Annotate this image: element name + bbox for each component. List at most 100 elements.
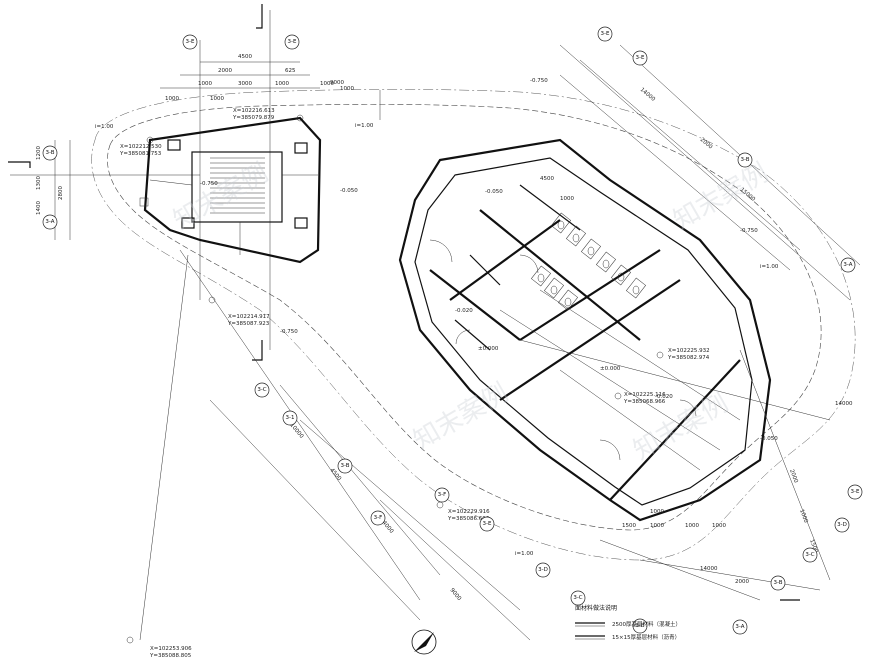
toilet-fixture-icon: [617, 272, 625, 282]
axis-bubble: 3-C: [254, 382, 270, 398]
toilet-cubicle: [557, 289, 579, 311]
inner-boundary: [107, 104, 822, 531]
toilet-fixture-icon: [602, 259, 610, 269]
construction-line: [639, 559, 821, 591]
axis-bubble: 3-B: [770, 575, 786, 591]
axis-label: 3-D: [538, 567, 548, 573]
coordinate-point: X=102212.530 Y=385081.753: [119, 136, 162, 157]
dim-label: 1400: [36, 201, 42, 215]
dim-label: 2000: [788, 469, 799, 485]
elevation-label: -0.050: [485, 189, 503, 195]
dim-label: 1000: [210, 96, 224, 102]
svg-text:X=102225.932: X=102225.932: [668, 348, 710, 354]
axis-bubble: 3-D: [834, 517, 850, 533]
axis-label: 3-B: [740, 157, 749, 163]
dim-label: 1000: [275, 81, 289, 87]
dim-label: 3000: [238, 81, 252, 87]
axis-label: 3-C: [573, 595, 582, 601]
construction-line: [559, 44, 851, 301]
construction-line: [279, 384, 441, 576]
svg-text:知末案例: 知末案例: [169, 158, 274, 236]
elevation-marks: -0.750 -0.750 -0.050 ±0.000 -0.050 -0.02…: [95, 78, 779, 557]
dim-label: 1500: [808, 539, 819, 555]
toilet-cubicle: [550, 212, 572, 234]
axis-label: 3-1: [286, 415, 295, 421]
dim-label: 14000: [700, 566, 718, 572]
axis-bubble: 3-E: [847, 484, 863, 500]
slope-label: i=1.00: [355, 123, 374, 129]
north-arrow-icon: [411, 629, 437, 655]
axis-bubble: 3-B: [737, 152, 753, 168]
axis-label: 3-F: [374, 515, 383, 521]
dim-label: 1000: [198, 81, 212, 87]
dim-label: 14000: [835, 401, 853, 407]
elevation-label: -0.750: [280, 329, 298, 335]
toilet-cubicle: [625, 277, 647, 299]
axis-label: 3-E: [186, 39, 195, 45]
coordinate-point: X=102214.917 Y=385087.923: [208, 296, 270, 327]
axis-label: 3-A: [45, 219, 54, 225]
axis-bubble: 3-C: [570, 590, 586, 606]
axis-bubble: 3-F: [434, 487, 450, 503]
axis-bubble: 3-E: [284, 34, 300, 50]
coordinate-point: X=102216.613 Y=385079.879: [232, 108, 304, 122]
axis-bubble: 3-E: [597, 26, 613, 42]
elevation-label: -0.750: [200, 181, 218, 187]
svg-text:Y=385087.923: Y=385087.923: [227, 321, 270, 327]
coordinate-point: X=102225.116 Y=385068.966: [614, 392, 666, 405]
dim-label: 2000: [735, 579, 749, 585]
legend-item: 2500厚基层材料（混凝土）: [612, 620, 681, 628]
axis-bubble: 3-B: [632, 618, 648, 634]
axis-bubble: 3-D: [535, 562, 551, 578]
axis-bubble: 3-A: [732, 619, 748, 635]
elevation-label: ±0.000: [478, 346, 499, 352]
toilet-cubicle: [530, 265, 552, 287]
site-boundary: [91, 89, 856, 561]
toilet-fixture-icon: [550, 285, 558, 295]
axis-label: 3-D: [837, 522, 847, 528]
svg-text:知末案例: 知末案例: [669, 158, 774, 236]
svg-text:X=102229.916: X=102229.916: [448, 509, 490, 515]
dim-label: 1000: [560, 196, 574, 202]
axis-label: 3-C: [257, 387, 266, 393]
svg-text:知末案例: 知末案例: [409, 378, 514, 456]
legend-item: 15×15厚基层材料（沥青）: [612, 633, 680, 641]
axis-label: 3-C: [805, 552, 814, 558]
axis-bubble: 3-B: [42, 145, 58, 161]
elevation-label: -0.020: [655, 394, 673, 400]
axis-label: 3-E: [288, 39, 297, 45]
axis-bubble: 3-E: [479, 516, 495, 532]
toilet-cubicle: [595, 251, 617, 273]
construction-line: [139, 254, 189, 641]
construction-line: [179, 249, 421, 601]
construction-line: [379, 499, 531, 641]
stair-block: [139, 116, 322, 264]
axis-label: 3-A: [735, 624, 744, 630]
coordinate-points: X=102212.530 Y=385081.753 X=102216.613 Y…: [119, 108, 710, 659]
dim-label: 4500: [540, 176, 554, 182]
corner-mark: [256, 4, 263, 29]
dim-label: 1000: [340, 86, 354, 92]
dim-label: 2800: [58, 186, 64, 200]
dim-label: 9000: [330, 80, 344, 86]
axis-bubble: 3-B: [337, 458, 353, 474]
dim-label: 1000: [650, 523, 664, 529]
dim-label: 1300: [36, 176, 42, 190]
axis-label: 3-B: [45, 150, 54, 156]
axis-label: 3-B: [773, 580, 782, 586]
elevation-label: -0.750: [740, 228, 758, 234]
axis-label: 3-E: [636, 55, 645, 61]
dim-label: 4500: [238, 54, 252, 60]
svg-text:Y=385079.879: Y=385079.879: [232, 115, 275, 121]
legend: 面材料做法说明 2500厚基层材料（混凝土） 15×15厚基层材料（沥青）: [575, 604, 681, 641]
dim-label: 1000: [165, 96, 179, 102]
slope-label: i=1.00: [515, 551, 534, 557]
dim-label: 1000: [320, 81, 334, 87]
legend-title: 面材料做法说明: [575, 604, 617, 612]
svg-text:Y=385088.805: Y=385088.805: [149, 653, 192, 659]
dim-label: 1200: [36, 146, 42, 160]
axis-label: 3-B: [340, 463, 349, 469]
dimension-texts: 4500 2000 1000 3000 1000 1000 1000 625 1…: [36, 54, 853, 602]
